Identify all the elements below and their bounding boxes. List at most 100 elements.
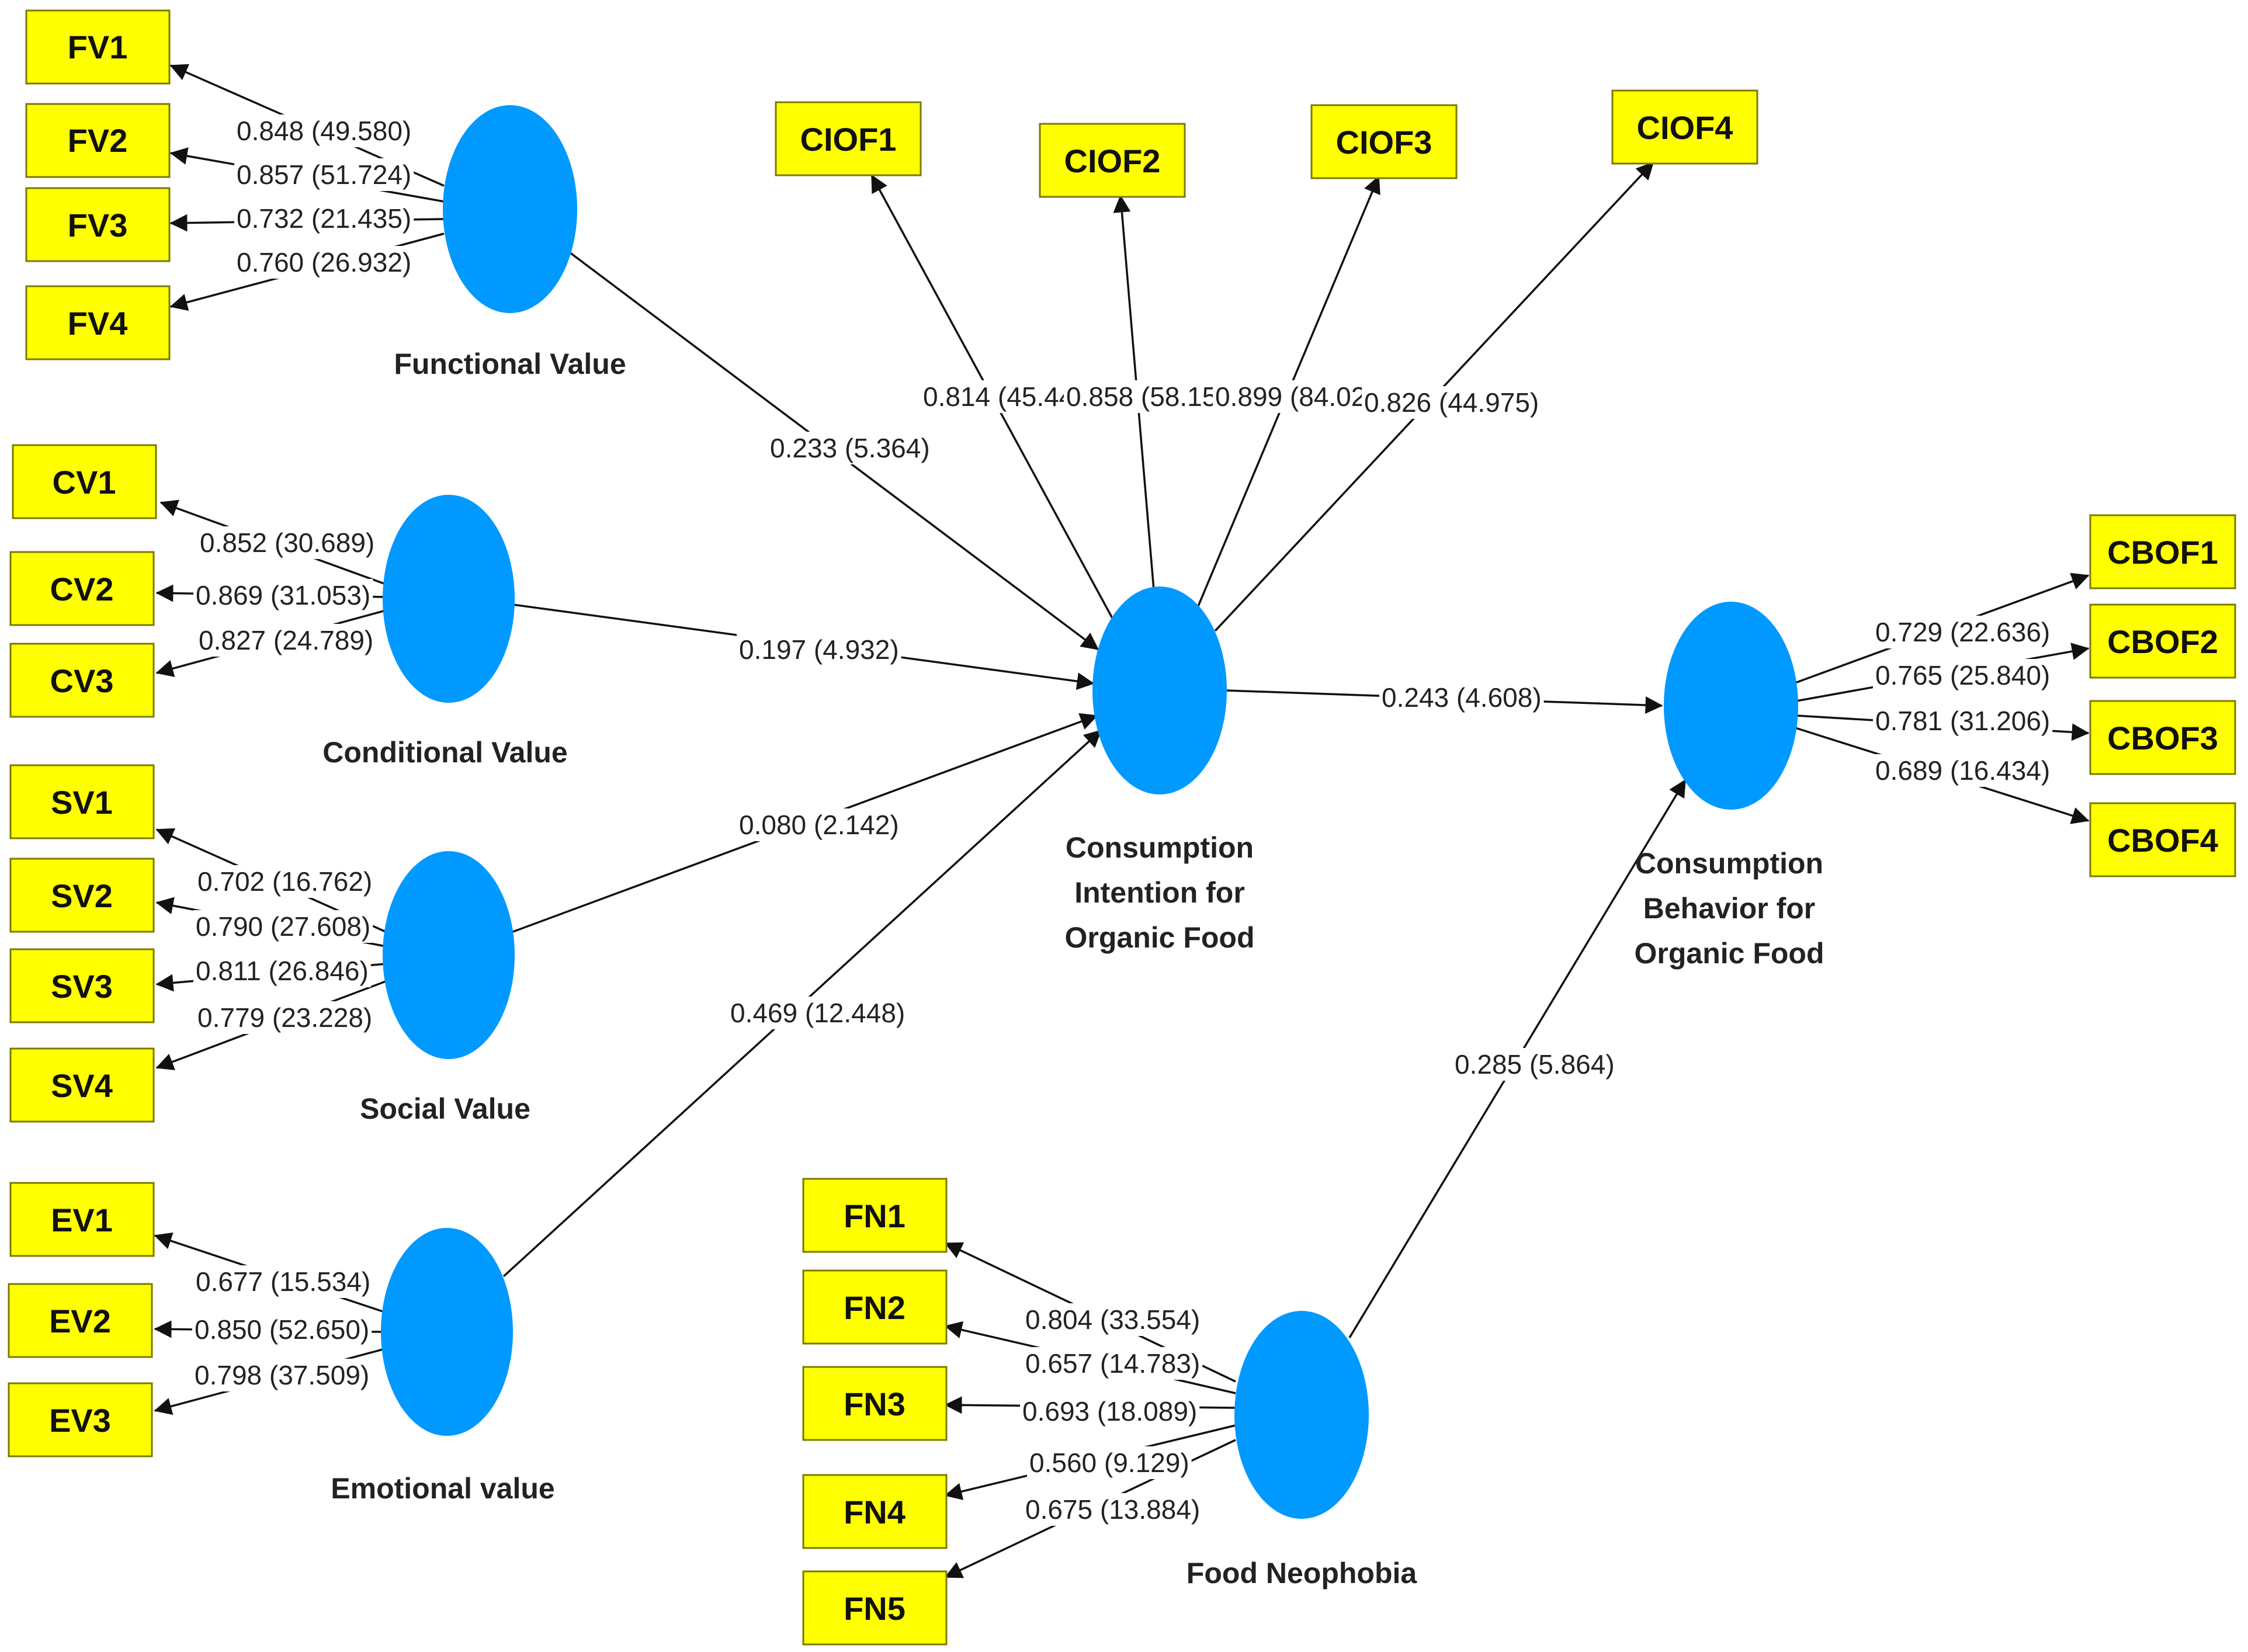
indicator-fn5: FN5 [802, 1570, 948, 1646]
coef-label-background [1873, 754, 2053, 787]
cbof1-loading-label: 0.729 (22.636) [1875, 617, 2050, 647]
fn1-loading-label: 0.804 (33.554) [1025, 1304, 1200, 1335]
indicator-ciof3: CIOF3 [1310, 104, 1458, 179]
svg-text:CV2: CV2 [50, 571, 114, 608]
cv2-loading-label: 0.869 (31.053) [196, 580, 370, 610]
ciof3-loading-label: 0.899 (84.027) [1215, 381, 1390, 412]
coef-label-background [195, 865, 375, 898]
label-ci-line2: Intention for [1074, 876, 1245, 909]
coef-label-background [1873, 616, 2053, 648]
indicator-cbof2: CBOF2 [2089, 603, 2236, 679]
svg-text:CBOF2: CBOF2 [2107, 623, 2218, 660]
construct-food-neophobia [1234, 1311, 1369, 1519]
ciof2-loading-label: 0.858 (58.158) [1066, 381, 1241, 412]
ev2-loading-label: 0.850 (52.650) [195, 1314, 369, 1345]
fn3-loading-label: 0.693 (18.089) [1022, 1396, 1197, 1427]
svg-text:FN5: FN5 [844, 1590, 906, 1627]
svg-text:FN4: FN4 [844, 1494, 906, 1530]
fv1-loading-label: 0.848 (49.580) [237, 116, 411, 146]
path-sv-ci-label: 0.080 (2.142) [739, 810, 899, 840]
coef-label-background [193, 955, 371, 987]
label-cb-line1: Consumption [1635, 847, 1823, 880]
svg-text:EV2: EV2 [49, 1303, 111, 1339]
ev3-loading-label: 0.798 (37.509) [195, 1360, 369, 1390]
coef-label-background [193, 910, 373, 943]
svg-text:CIOF3: CIOF3 [1336, 124, 1432, 161]
svg-text:CBOF4: CBOF4 [2107, 822, 2218, 859]
indicator-fv1: FV1 [25, 9, 171, 85]
coef-label-background [192, 1359, 372, 1391]
indicator-sv2: SV2 [9, 858, 155, 933]
svg-text:EV1: EV1 [51, 1202, 113, 1238]
indicator-sv3: SV3 [9, 948, 155, 1023]
coef-label-background [1027, 1446, 1192, 1479]
label-emotional-value: Emotional value [331, 1472, 554, 1505]
coef-label-background [728, 997, 908, 1029]
label-cb-line3: Organic Food [1635, 937, 1824, 970]
coef-label-background [193, 579, 373, 612]
svg-text:FN2: FN2 [844, 1289, 906, 1326]
coef-label-background [192, 1313, 372, 1346]
indicator-cbof3: CBOF3 [2089, 700, 2236, 775]
construct-emotional-value [381, 1228, 513, 1436]
indicator-fv4: FV4 [25, 285, 171, 360]
svg-text:CIOF1: CIOF1 [800, 121, 897, 158]
svg-text:FV4: FV4 [68, 305, 128, 342]
indicator-ev1: EV1 [9, 1182, 155, 1257]
label-ci-line3: Organic Food [1065, 921, 1255, 954]
coef-label-background [1020, 1395, 1200, 1428]
indicator-fv3: FV3 [25, 187, 171, 262]
coef-label-background [1873, 704, 2053, 737]
constructs-layer [381, 105, 1798, 1519]
fv3-loading-label: 0.732 (21.435) [237, 203, 411, 234]
coef-label-background [1362, 386, 1542, 419]
cv3-loading-label: 0.827 (24.789) [199, 625, 373, 655]
construct-conditional-value [383, 495, 515, 703]
svg-text:CV3: CV3 [50, 662, 114, 699]
indicator-fv2: FV2 [25, 103, 171, 178]
indicator-fn3: FN3 [802, 1366, 948, 1441]
coef-label-background [195, 1001, 375, 1034]
indicator-cbof4: CBOF4 [2089, 802, 2236, 877]
construct-consumption-behavior [1664, 602, 1798, 810]
construct-functional-value [443, 105, 577, 313]
svg-text:FV2: FV2 [68, 122, 128, 159]
fn2-loading-label: 0.657 (14.783) [1025, 1348, 1200, 1379]
sv3-loading-label: 0.811 (26.846) [196, 956, 369, 986]
label-social-value: Social Value [360, 1092, 530, 1125]
svg-text:EV3: EV3 [49, 1402, 111, 1439]
coef-label-background [737, 808, 901, 841]
coef-label-background [1023, 1347, 1203, 1380]
coef-label-background [1023, 1493, 1203, 1526]
indicator-cv1: CV1 [12, 444, 157, 519]
coef-label-background [234, 202, 414, 235]
label-food-neophobia: Food Neophobia [1187, 1557, 1418, 1589]
indicator-sv1: SV1 [9, 764, 155, 839]
svg-text:CIOF4: CIOF4 [1637, 109, 1733, 146]
coef-label-background [1023, 1303, 1203, 1336]
indicator-sv4: SV4 [9, 1047, 155, 1123]
label-ci-line1: Consumption [1066, 831, 1254, 864]
sv1-loading-label: 0.702 (16.762) [197, 866, 372, 897]
indicator-fn4: FN4 [802, 1474, 948, 1549]
coef-label-background [1379, 681, 1544, 714]
coef-label-background [234, 158, 414, 191]
fn5-loading-label: 0.675 (13.884) [1025, 1494, 1200, 1525]
cv1-loading-label: 0.852 (30.689) [200, 527, 374, 558]
svg-text:FV3: FV3 [68, 207, 128, 244]
fv2-loading-label: 0.857 (51.724) [237, 159, 411, 190]
coef-label-background [196, 624, 376, 657]
svg-text:SV1: SV1 [51, 784, 113, 821]
construct-consumption-intention [1092, 586, 1227, 794]
label-conditional-value: Conditional Value [322, 736, 567, 769]
cbof2-loading-label: 0.765 (25.840) [1875, 660, 2050, 690]
coef-label-background [234, 246, 414, 279]
cbof3-loading-label: 0.781 (31.206) [1875, 706, 2050, 736]
indicator-fn2: FN2 [802, 1269, 948, 1345]
svg-text:FN3: FN3 [844, 1386, 906, 1422]
path-ci-cb-label: 0.243 (4.608) [1382, 682, 1542, 713]
path-fn-cb-label: 0.285 (5.864) [1455, 1049, 1615, 1080]
ciof4-loading-label: 0.826 (44.975) [1364, 387, 1539, 418]
svg-text:FN1: FN1 [844, 1198, 906, 1234]
